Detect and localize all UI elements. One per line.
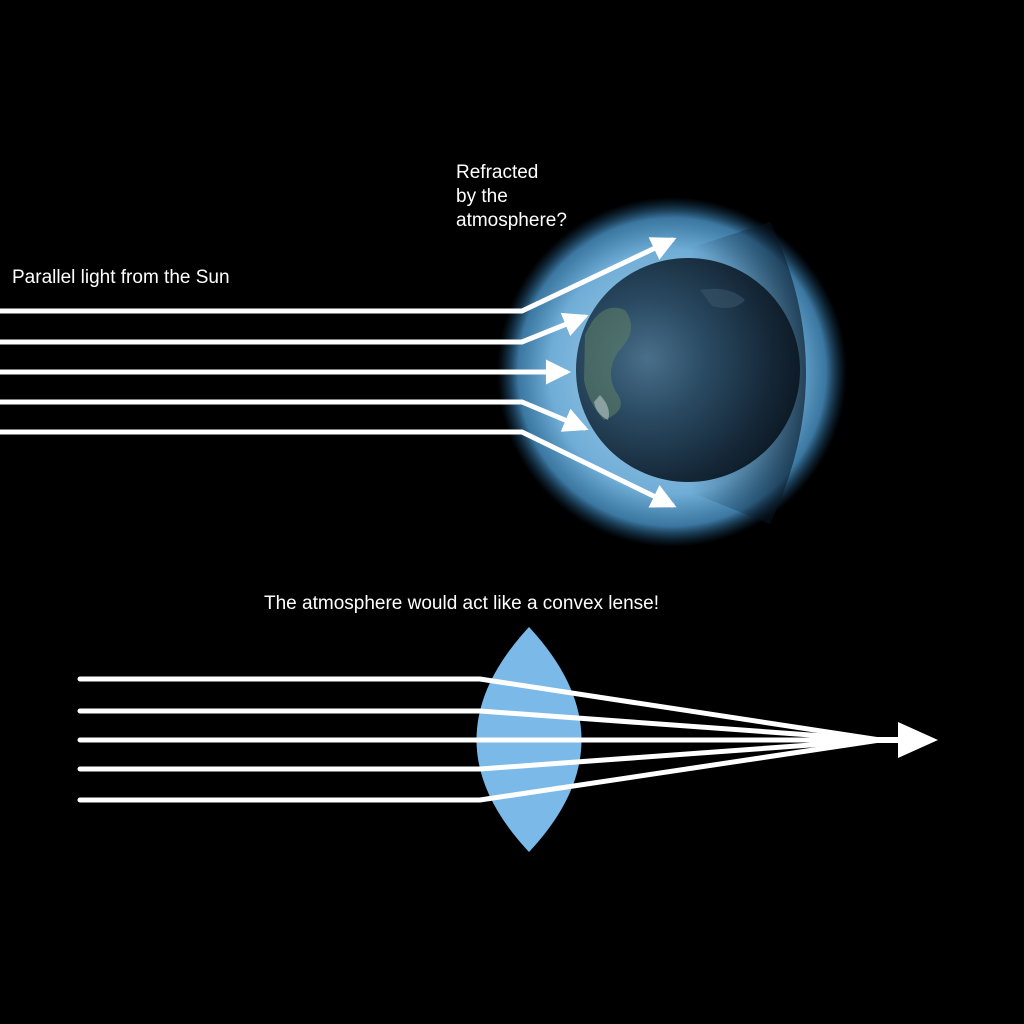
focal-arrow-head (898, 722, 938, 758)
focal-arrow-shaft (870, 737, 902, 743)
lens-ray-5 (77, 737, 883, 803)
lens-ray-4 (77, 737, 883, 772)
refracted-label-line-1: Refracted (456, 162, 539, 183)
earth-globe (576, 258, 800, 482)
lens-rays (77, 676, 883, 803)
refracted-label-line-3: atmosphere? (456, 210, 567, 231)
refracted-label: Refracted by the atmosphere? (456, 161, 567, 233)
sun-ray-4 (0, 399, 589, 432)
lens-ray-2 (77, 708, 883, 743)
sun-ray-5 (0, 429, 677, 508)
lens-ray-1 (77, 676, 883, 743)
lens-caption: The atmosphere would act like a convex l… (264, 593, 659, 614)
sun-rays (0, 237, 677, 508)
sun-ray-1 (0, 237, 677, 314)
refracted-label-line-2: by the (456, 186, 508, 207)
sun-light-label: Parallel light from the Sun (12, 267, 230, 288)
sun-ray-2 (0, 312, 589, 345)
